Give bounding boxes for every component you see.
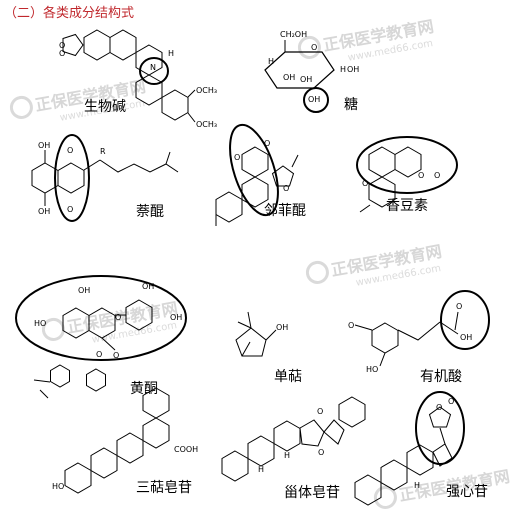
- svg-text:H: H: [414, 481, 420, 490]
- compound-label-flavone: 黄酮: [130, 380, 158, 397]
- svg-text:HO: HO: [52, 482, 64, 491]
- compound-label-steroidal-saponin: 甾体皂苷: [284, 485, 340, 501]
- svg-text:O: O: [115, 313, 121, 322]
- svg-text:H: H: [284, 451, 290, 460]
- svg-text:HO: HO: [366, 365, 378, 374]
- svg-text:HO: HO: [34, 319, 46, 328]
- svg-text:O: O: [283, 184, 289, 193]
- highlight-ellipse: [303, 87, 329, 113]
- svg-text:O: O: [434, 171, 440, 180]
- svg-text:O: O: [317, 407, 323, 416]
- svg-text:O: O: [59, 49, 65, 58]
- svg-text:O: O: [234, 153, 240, 162]
- monoterpene-structure: OH: [235, 311, 288, 357]
- ch2oh-label: CH₂OH: [280, 30, 307, 39]
- compound-label-naphthoquinone: 萘醌: [136, 204, 164, 220]
- svg-text:H: H: [340, 65, 346, 74]
- svg-text:OH: OH: [78, 286, 90, 295]
- svg-text:O: O: [264, 139, 270, 148]
- methoxy-label: OCH₃: [196, 86, 217, 95]
- highlight-ellipse: [229, 123, 279, 217]
- watermark: 正保医学教育网 www.med66.com 正保医学教育网 www.med66.…: [9, 17, 511, 509]
- svg-text:O: O: [318, 448, 324, 457]
- organic-acid-structure: O HO O OH: [348, 302, 472, 374]
- compound-label-triterpenoid-saponin: 三萜皂苷: [136, 480, 192, 496]
- methoxy-label: OCH₃: [196, 120, 217, 129]
- svg-text:OH: OH: [142, 282, 154, 291]
- compound-label-phenanthraquinone: 邻菲醌: [264, 203, 306, 219]
- naphthoquinone-structure: OH OH O O R: [31, 141, 179, 216]
- compound-label-monoterpene: 单萜: [274, 369, 302, 385]
- svg-text:OH: OH: [170, 313, 182, 322]
- highlight-ellipse: [139, 57, 169, 85]
- compound-label-sugar: 糖: [344, 97, 358, 113]
- svg-text:O: O: [418, 171, 424, 180]
- section-heading: （二）各类成分结构式: [4, 6, 135, 21]
- svg-text:O: O: [311, 43, 317, 52]
- svg-text:H: H: [268, 57, 274, 66]
- compound-label-cardiac-glycoside: 强心苷: [446, 484, 488, 500]
- svg-text:H: H: [258, 465, 264, 474]
- svg-text:O: O: [59, 41, 65, 50]
- highlight-ellipse: [356, 136, 458, 194]
- triterpenoid-structure: COOH HO: [52, 387, 198, 494]
- svg-text:OH: OH: [283, 73, 295, 82]
- svg-text:O: O: [456, 302, 462, 311]
- coumarin-structure: O O O: [359, 146, 440, 213]
- svg-text:OH: OH: [38, 141, 50, 150]
- steroidal-saponin-structure: O O H H: [221, 396, 366, 482]
- svg-text:R: R: [100, 147, 106, 156]
- highlight-ellipse: [15, 275, 187, 361]
- highlight-ellipse: [415, 391, 465, 465]
- svg-text:OH: OH: [460, 333, 472, 342]
- svg-text:O: O: [448, 397, 454, 406]
- svg-text:O: O: [96, 350, 102, 359]
- compound-label-organic-acid: 有机酸: [420, 369, 462, 385]
- compound-label-coumarin: 香豆素: [386, 198, 428, 214]
- svg-text:OH: OH: [276, 323, 288, 332]
- svg-text:O: O: [362, 179, 368, 188]
- highlight-ellipse: [54, 134, 90, 222]
- flavone-structure: HO OH OH OH O O O: [33, 282, 182, 399]
- svg-text:OH: OH: [300, 75, 312, 84]
- compound-label-alkaloid: 生物碱: [84, 99, 126, 115]
- svg-text:OH: OH: [38, 207, 50, 216]
- svg-text:O: O: [436, 403, 442, 412]
- anomeric-oh-label: OH: [308, 95, 320, 104]
- svg-text:O: O: [67, 146, 73, 155]
- svg-text:OH: OH: [347, 65, 359, 74]
- hydrogen-label: H: [168, 49, 174, 58]
- svg-text:O: O: [348, 321, 354, 330]
- svg-text:O: O: [113, 351, 119, 360]
- highlight-ellipse: [440, 290, 490, 350]
- sugar-structure: O CH₂OH H OH H OH OH OH: [264, 30, 359, 104]
- phenanthraquinone-structure: O O O: [215, 139, 299, 226]
- svg-text:COOH: COOH: [174, 445, 198, 454]
- alkaloid-structure: OH O O N H OCH₃ OCH₃: [59, 29, 217, 129]
- nitrogen-label: N: [150, 63, 156, 72]
- svg-text:O: O: [67, 205, 73, 214]
